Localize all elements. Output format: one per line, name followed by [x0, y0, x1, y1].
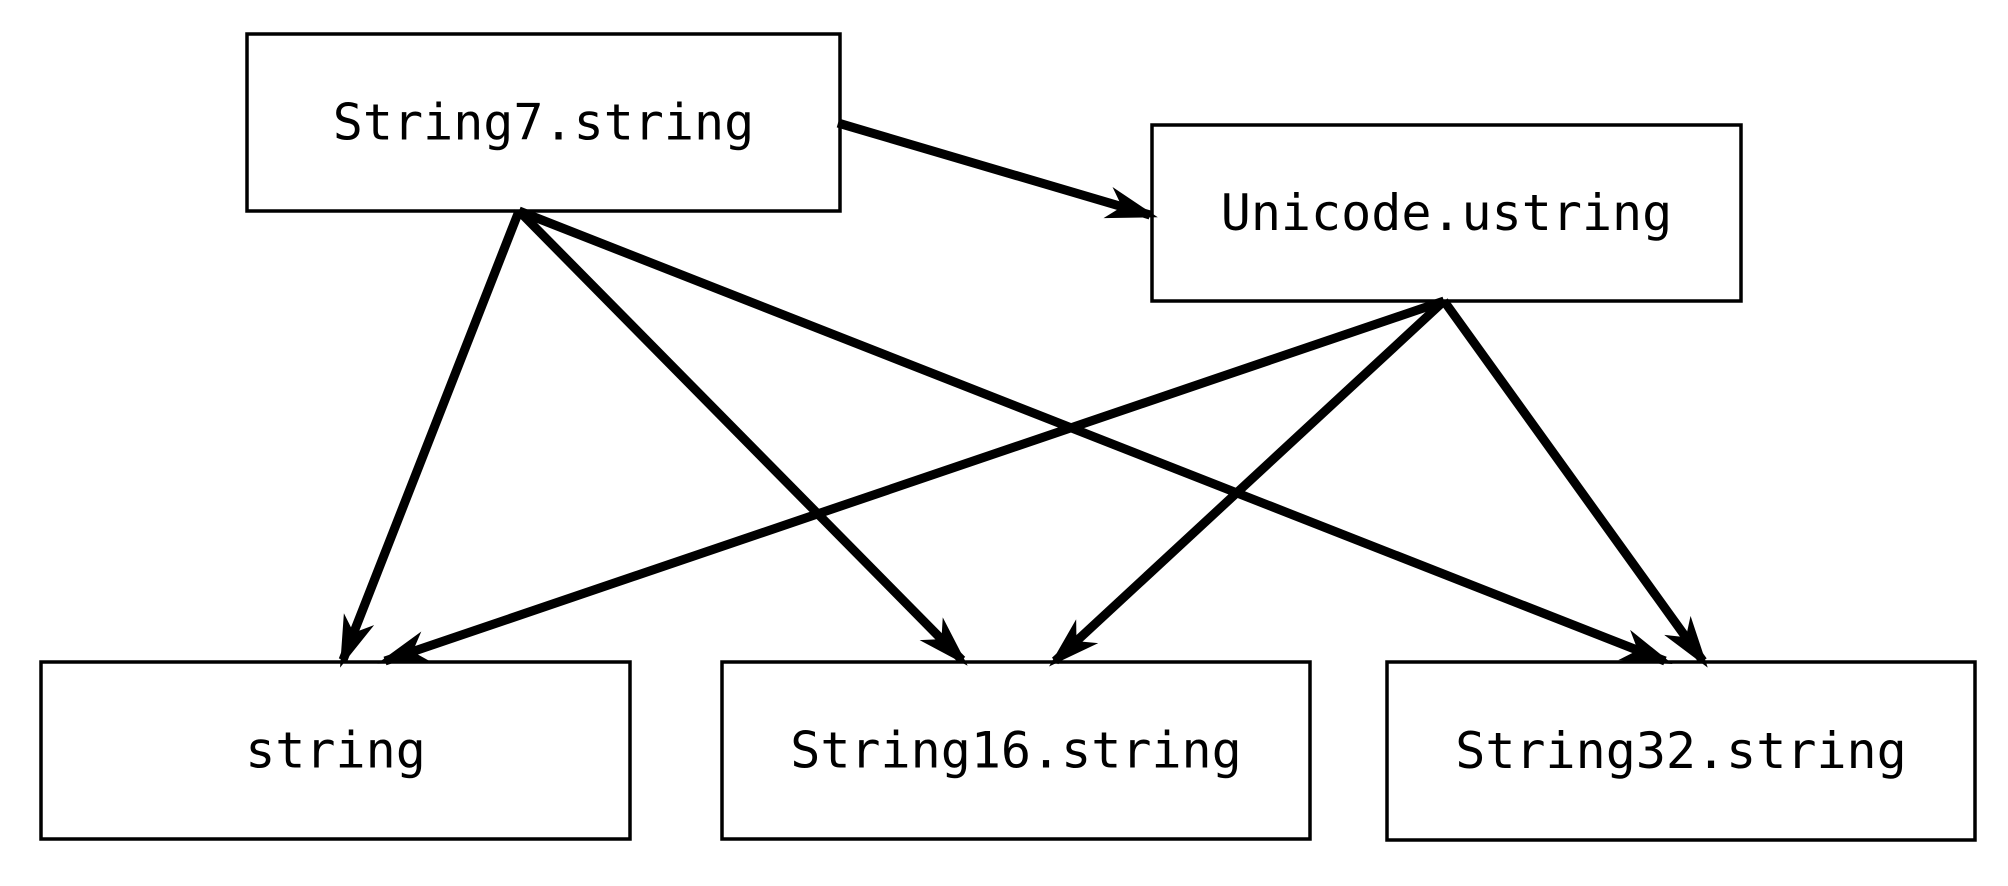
node-string32-label: String32.string	[1455, 722, 1907, 780]
node-string-box	[39, 660, 632, 841]
edge-unicode-to-string	[377, 296, 1446, 666]
node-string-label: string	[245, 722, 426, 780]
node-unicode-label: Unicode.ustring	[1221, 184, 1673, 242]
node-string16-box	[720, 660, 1312, 841]
node-string7-label: String7.string	[333, 94, 754, 152]
node-string32-box	[1385, 660, 1977, 842]
node-string7-box	[245, 32, 842, 213]
node-string: string	[39, 660, 632, 841]
node-unicode-box	[1150, 123, 1743, 303]
edge-string7-to-string	[338, 209, 524, 668]
node-string16-label: String16.string	[790, 722, 1242, 780]
node-string32: String32.string	[1385, 660, 1977, 842]
node-string16: String16.string	[720, 660, 1312, 841]
edge-unicode-to-string32	[1440, 298, 1708, 668]
node-unicode: Unicode.ustring	[1150, 123, 1743, 303]
node-string7: String7.string	[245, 32, 842, 213]
edge-string7-to-unicode	[836, 118, 1158, 220]
edge-string7-to-string16	[515, 207, 968, 666]
edge-string7-to-string32	[517, 206, 1673, 666]
edge-unicode-to-string16	[1049, 297, 1448, 667]
edges-layer	[338, 118, 1708, 668]
